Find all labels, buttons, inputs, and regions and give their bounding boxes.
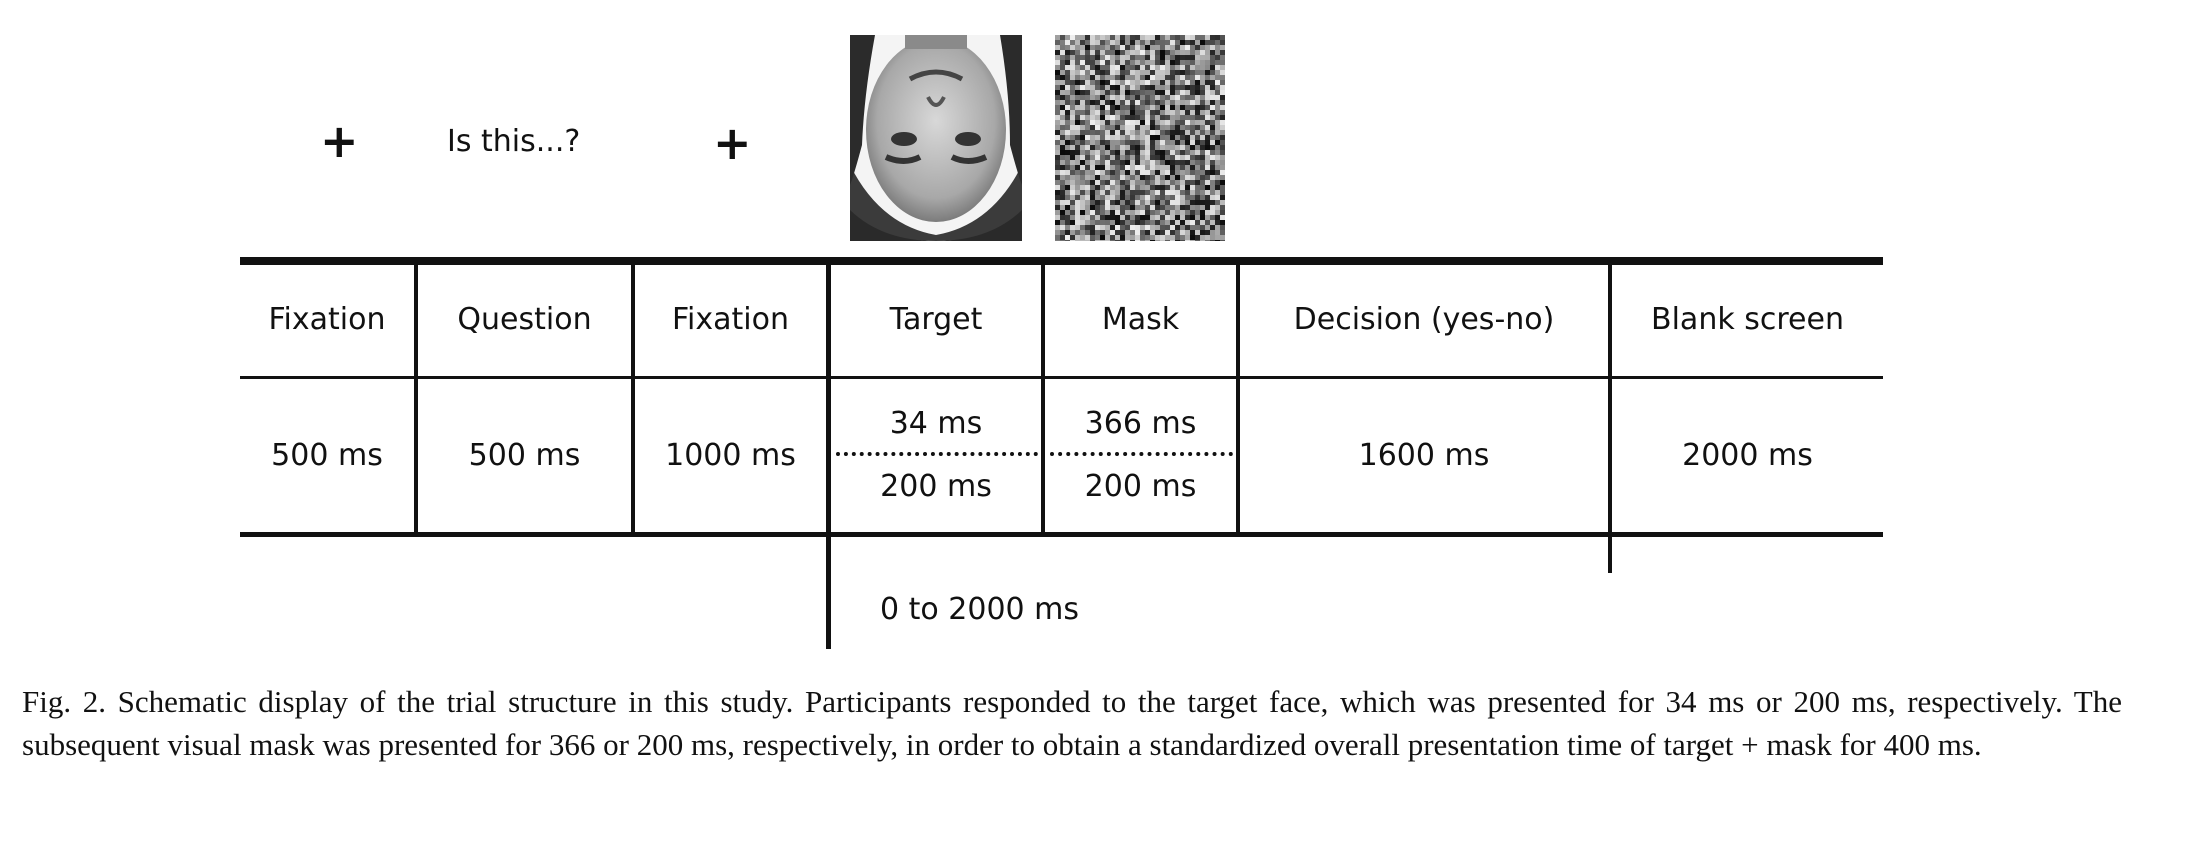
divider-3 bbox=[826, 263, 831, 649]
duration-mask-short: 366 ms bbox=[1084, 405, 1197, 441]
noise-mask-image bbox=[1055, 35, 1225, 241]
header-blank-screen: Blank screen bbox=[1651, 302, 1844, 337]
duration-question: 500 ms bbox=[468, 438, 581, 473]
divider-5 bbox=[1236, 263, 1240, 534]
inverted-face-image bbox=[850, 35, 1022, 241]
caption-text: Fig. 2. Schematic display of the trial s… bbox=[22, 684, 2122, 762]
duration-blank-screen: 2000 ms bbox=[1682, 438, 1813, 473]
table-header-rule bbox=[240, 376, 1883, 379]
divider-6 bbox=[1608, 263, 1612, 573]
header-decision: Decision (yes-no) bbox=[1293, 302, 1555, 337]
duration-target-short: 34 ms bbox=[889, 405, 983, 441]
fixation-cross-2: + bbox=[713, 116, 752, 170]
divider-1 bbox=[414, 263, 418, 534]
header-mask: Mask bbox=[1101, 302, 1180, 337]
question-stimulus: Is this...? bbox=[447, 124, 581, 159]
duration-decision: 1600 ms bbox=[1358, 438, 1490, 473]
duration-fixation-2: 1000 ms bbox=[665, 438, 796, 473]
header-fixation-1: Fixation bbox=[268, 302, 386, 337]
duration-fixation-1: 500 ms bbox=[271, 438, 383, 473]
header-fixation-2: Fixation bbox=[671, 302, 789, 337]
target-dotted-divider bbox=[836, 452, 1038, 456]
header-target: Target bbox=[889, 302, 983, 337]
table-bottom-rule bbox=[240, 532, 1883, 537]
figure-caption: Fig. 2. Schematic display of the trial s… bbox=[22, 680, 2122, 766]
fixation-cross-1: + bbox=[320, 114, 359, 168]
divider-4 bbox=[1041, 263, 1045, 534]
response-window-label: 0 to 2000 ms bbox=[880, 592, 1080, 627]
mask-dotted-divider bbox=[1050, 452, 1233, 456]
duration-target-long: 200 ms bbox=[880, 468, 992, 504]
table-top-rule bbox=[240, 257, 1883, 265]
header-question: Question bbox=[457, 302, 592, 337]
duration-mask-long: 200 ms bbox=[1084, 468, 1197, 504]
divider-2 bbox=[631, 263, 635, 534]
